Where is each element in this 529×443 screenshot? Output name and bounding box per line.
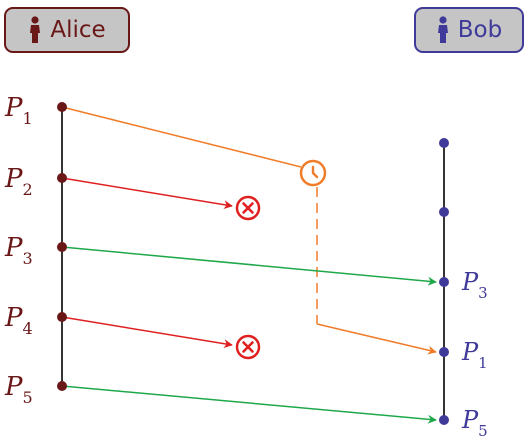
alice-event-dot <box>57 381 67 391</box>
alice-event-dot <box>57 102 67 112</box>
message-arrow <box>316 323 437 355</box>
message-arrow <box>61 106 302 168</box>
message-p1 <box>61 106 437 355</box>
alice-packet-label: P1 <box>4 93 33 128</box>
person-icon <box>30 16 41 43</box>
clock-icon <box>299 159 327 187</box>
x-circle-icon <box>235 195 261 221</box>
bob-event-dot <box>439 138 449 148</box>
bob-packet-label: P5 <box>461 406 488 440</box>
alice-event-dot <box>57 173 67 183</box>
alice-packet-label: P4 <box>4 303 33 338</box>
message-p4 <box>61 316 261 360</box>
message-p5 <box>61 385 437 424</box>
bob-event-dot <box>439 347 449 357</box>
message-p3 <box>61 246 437 286</box>
bob-packet-label: P3 <box>461 268 488 302</box>
bob-event-dot <box>439 415 449 425</box>
message-arrow <box>61 316 233 349</box>
actor-alice: Alice <box>4 7 130 53</box>
alice-packet-label: P2 <box>4 164 33 199</box>
message-p2 <box>61 177 261 221</box>
message-arrow <box>61 177 233 210</box>
actor-bob-name: Bob <box>457 17 503 43</box>
x-circle-icon <box>235 334 261 360</box>
bob-packet-label: P1 <box>461 338 488 372</box>
actor-bob: Bob <box>414 7 524 53</box>
message-arrow <box>61 246 437 286</box>
bob-event-dot <box>439 277 449 287</box>
alice-packet-label: P5 <box>4 372 33 407</box>
bob-event-dot <box>439 207 449 217</box>
person-icon <box>437 16 448 43</box>
message-arrow <box>61 385 437 424</box>
alice-event-dot <box>57 312 67 322</box>
actor-alice-name: Alice <box>50 17 106 43</box>
alice-packet-label: P3 <box>4 233 33 268</box>
alice-event-dot <box>57 242 67 252</box>
